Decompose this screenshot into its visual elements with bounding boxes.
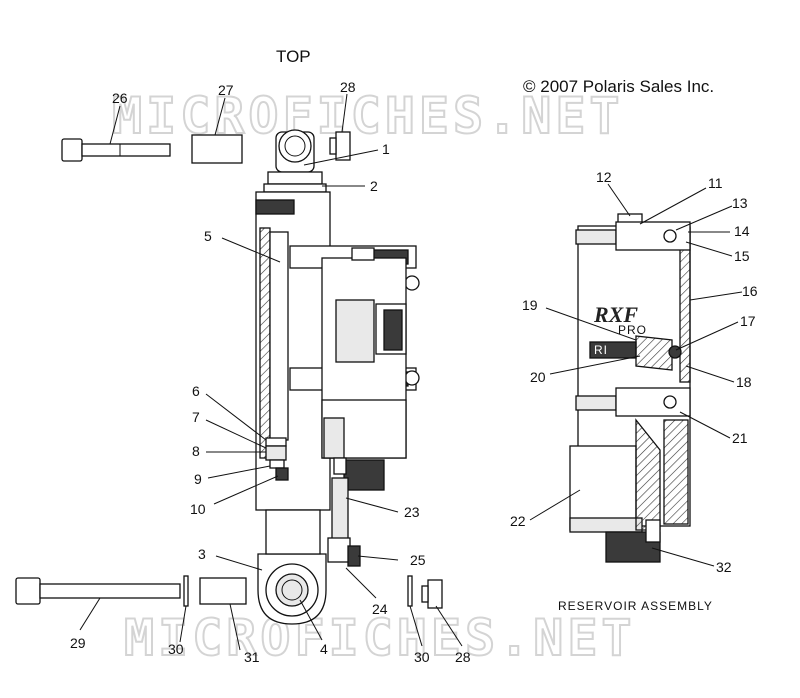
reservoir-brand-sub: PRO [618,323,647,337]
watermark-bottom: MICROFICHES.NET [124,609,636,667]
washer-30-right [407,575,413,607]
callout-16: 16 [742,283,758,299]
callout-19: 19 [522,297,538,313]
copyright-text: © 2007 Polaris Sales Inc. [523,77,714,96]
reservoir-brand-mark: RXF [593,302,638,327]
callout-29: 29 [70,635,86,651]
callout-13: 13 [732,195,748,211]
callout-6: 6 [192,383,200,399]
callout-27: 27 [218,82,234,98]
callout-30-left: 30 [168,641,184,657]
nut-28-bottom [421,579,443,609]
callout-4: 4 [320,641,328,657]
callout-22: 22 [510,513,526,529]
callout-24: 24 [372,601,388,617]
spacer-27 [191,134,243,164]
view-label: TOP [276,47,311,66]
reservoir-assembly: RXF PRO RI [569,213,691,563]
callout-26: 26 [112,90,128,106]
callout-14: 14 [734,223,750,239]
callout-12: 12 [596,169,612,185]
callout-9: 9 [194,471,202,487]
callout-1: 1 [382,141,390,157]
callout-5: 5 [204,228,212,244]
callout-3: 3 [198,546,206,562]
bolt-26 [61,138,171,162]
callout-2: 2 [370,178,378,194]
callout-31: 31 [244,649,260,665]
callout-11: 11 [708,175,723,191]
callout-21: 21 [732,430,748,446]
main-shock-assembly [255,129,420,625]
callout-7: 7 [192,409,200,425]
reservoir-caption: RESERVOIR ASSEMBLY [558,599,713,613]
callout-25: 25 [410,552,426,568]
callout-15: 15 [734,248,750,264]
leader-lines [79,93,743,651]
callout-32: 32 [716,559,732,575]
callout-10: 10 [190,501,206,517]
callout-17: 17 [740,313,756,329]
reservoir-brand-mid: RI [594,343,608,357]
nut-28-top [329,131,351,161]
callouts: 26 27 28 1 2 5 6 7 8 9 10 3 4 23 25 24 2… [70,79,758,665]
callout-8: 8 [192,443,200,459]
bolt-29 [15,577,181,605]
callout-28-top: 28 [340,79,356,95]
callout-30-right: 30 [414,649,430,665]
callout-20: 20 [530,369,546,385]
washer-30-left [183,575,189,607]
callout-18: 18 [736,374,752,390]
callout-28-bottom: 28 [455,649,471,665]
callout-23: 23 [404,504,420,520]
spacer-31 [199,577,247,605]
